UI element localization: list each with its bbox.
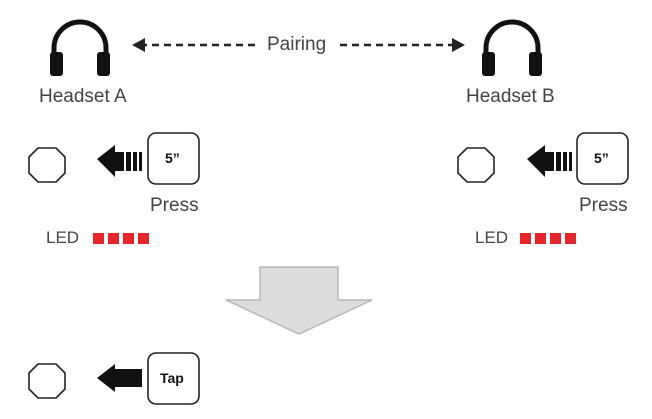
pairing-arrow bbox=[132, 38, 465, 52]
led-indicator bbox=[520, 233, 576, 244]
key-5s-button bbox=[147, 132, 200, 185]
octagon-button-icon bbox=[28, 147, 66, 183]
key-tap-button bbox=[147, 352, 200, 405]
key-5s-label: 5” bbox=[594, 150, 609, 166]
striped-left-arrow-icon bbox=[527, 145, 572, 177]
headphones-icon bbox=[482, 19, 542, 76]
key-5s-button bbox=[576, 132, 629, 185]
octagon-button-icon bbox=[457, 147, 495, 183]
octagon-button-icon bbox=[28, 363, 66, 399]
headset-b-label: Headset B bbox=[466, 86, 555, 107]
key-5s-label: 5” bbox=[165, 150, 180, 166]
striped-left-arrow-icon bbox=[97, 145, 142, 177]
led-label: LED bbox=[46, 228, 80, 247]
headphones-icon bbox=[50, 19, 110, 76]
press-label: Press bbox=[150, 195, 199, 216]
pairing-label: Pairing bbox=[267, 34, 327, 55]
big-down-arrow-icon bbox=[225, 266, 373, 335]
headset-a-label: Headset A bbox=[39, 86, 127, 107]
press-label: Press bbox=[579, 195, 628, 216]
led-indicator bbox=[93, 233, 149, 244]
key-tap-label: Tap bbox=[160, 370, 184, 386]
led-label: LED bbox=[475, 228, 509, 247]
solid-left-arrow-icon bbox=[97, 364, 142, 392]
